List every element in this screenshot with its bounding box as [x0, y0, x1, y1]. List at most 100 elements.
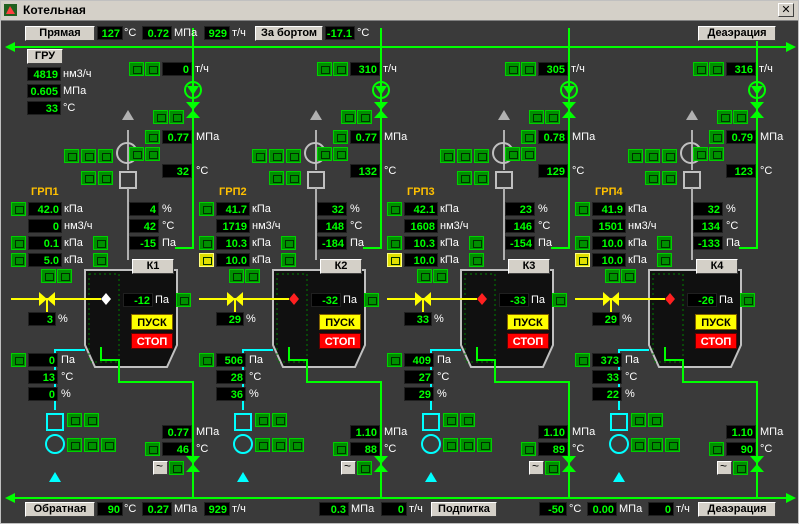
- start-button[interactable]: ПУСК: [131, 314, 173, 330]
- bottom-ind[interactable]: [575, 353, 590, 367]
- bottom-ind[interactable]: [199, 353, 214, 367]
- pump-ind-4[interactable]: [272, 438, 287, 452]
- wave-indicator[interactable]: [341, 110, 356, 124]
- grp-ind-1[interactable]: [199, 202, 214, 216]
- pump-ind-2[interactable]: [272, 413, 287, 427]
- pump-ind-1[interactable]: [67, 413, 82, 427]
- grp-ind-5[interactable]: [657, 253, 672, 267]
- gas-valve-indicator[interactable]: [245, 269, 260, 283]
- boiler-button[interactable]: К4: [696, 259, 738, 274]
- start-button[interactable]: ПУСК: [695, 314, 737, 330]
- flow-up-indicator[interactable]: [521, 62, 536, 76]
- fan-ind-2[interactable]: [662, 149, 677, 163]
- smoke-wave-indicator[interactable]: [81, 171, 96, 185]
- fan-wave-indicator[interactable]: [628, 149, 643, 163]
- temp-indicator[interactable]: [709, 147, 724, 161]
- pump-ind-1[interactable]: [255, 413, 270, 427]
- grp-ind-4[interactable]: [575, 253, 590, 267]
- return-button[interactable]: Обратная: [25, 502, 95, 517]
- grp-ind-1[interactable]: [575, 202, 590, 216]
- temp-indicator[interactable]: [333, 147, 348, 161]
- flow-up-indicator[interactable]: [709, 62, 724, 76]
- fan-ind-1[interactable]: [81, 149, 96, 163]
- pump-ind-1[interactable]: [443, 413, 458, 427]
- temp2-indicator[interactable]: [693, 147, 708, 161]
- furnace-indicator[interactable]: [364, 293, 379, 307]
- bottom-ind[interactable]: [11, 353, 26, 367]
- pump-ind-2[interactable]: [84, 413, 99, 427]
- grp-ind-2[interactable]: [199, 236, 214, 250]
- fan-ind-2[interactable]: [98, 149, 113, 163]
- fan-ind-1[interactable]: [457, 149, 472, 163]
- smoke-ind[interactable]: [474, 171, 489, 185]
- grp-ind-1[interactable]: [387, 202, 402, 216]
- ret-wave-indicator[interactable]: [717, 459, 732, 475]
- pump-ind-3[interactable]: [255, 438, 270, 452]
- temp-indicator[interactable]: [521, 147, 536, 161]
- gas-valve-wave-indicator[interactable]: [417, 269, 432, 283]
- valve-indicator[interactable]: [357, 110, 372, 124]
- pump-ind-3[interactable]: [631, 438, 646, 452]
- fan-ind-1[interactable]: [269, 149, 284, 163]
- pump-ind-1[interactable]: [631, 413, 646, 427]
- ret-ind[interactable]: [709, 442, 724, 456]
- stop-button[interactable]: СТОП: [131, 333, 173, 349]
- ret-wave-indicator[interactable]: [153, 459, 168, 475]
- pump-ind-2[interactable]: [460, 413, 475, 427]
- gas-valve-wave-indicator[interactable]: [41, 269, 56, 283]
- ret-wave-indicator[interactable]: [529, 459, 544, 475]
- pump-ind-5[interactable]: [289, 438, 304, 452]
- grp-ind-4[interactable]: [199, 253, 214, 267]
- wave-indicator[interactable]: [529, 110, 544, 124]
- stop-button[interactable]: СТОП: [695, 333, 737, 349]
- grp-ind-2[interactable]: [575, 236, 590, 250]
- flow-down-indicator[interactable]: [505, 62, 520, 76]
- smoke-wave-indicator[interactable]: [269, 171, 284, 185]
- smoke-wave-indicator[interactable]: [457, 171, 472, 185]
- fan-wave-indicator[interactable]: [64, 149, 79, 163]
- fan-ind-1[interactable]: [645, 149, 660, 163]
- bottom-ind[interactable]: [387, 353, 402, 367]
- pump-ind-4[interactable]: [648, 438, 663, 452]
- fan-ind-2[interactable]: [474, 149, 489, 163]
- fan-ind-2[interactable]: [286, 149, 301, 163]
- stop-button[interactable]: СТОП: [319, 333, 361, 349]
- grp-ind-5[interactable]: [469, 253, 484, 267]
- valve-indicator[interactable]: [169, 110, 184, 124]
- ret-ind[interactable]: [145, 442, 160, 456]
- pressure-down-indicator[interactable]: [333, 130, 348, 144]
- furnace-indicator[interactable]: [552, 293, 567, 307]
- gas-valve-wave-indicator[interactable]: [229, 269, 244, 283]
- grp-ind-3[interactable]: [93, 236, 108, 250]
- fan-wave-indicator[interactable]: [252, 149, 267, 163]
- temp2-indicator[interactable]: [129, 147, 144, 161]
- flow-up-indicator[interactable]: [145, 62, 160, 76]
- wave-indicator[interactable]: [717, 110, 732, 124]
- grp-ind-2[interactable]: [387, 236, 402, 250]
- pressure-down-indicator[interactable]: [145, 130, 160, 144]
- ret-valve-indicator[interactable]: [733, 461, 748, 475]
- smoke-wave-indicator[interactable]: [645, 171, 660, 185]
- deaeration-top-button[interactable]: Деаэрация: [698, 26, 776, 41]
- flow-down-indicator[interactable]: [129, 62, 144, 76]
- valve-indicator[interactable]: [545, 110, 560, 124]
- pump-ind-5[interactable]: [477, 438, 492, 452]
- start-button[interactable]: ПУСК: [507, 314, 549, 330]
- grp-ind-3[interactable]: [281, 236, 296, 250]
- boiler-button[interactable]: К2: [320, 259, 362, 274]
- start-button[interactable]: ПУСК: [319, 314, 361, 330]
- pump-ind-3[interactable]: [443, 438, 458, 452]
- gas-valve-indicator[interactable]: [621, 269, 636, 283]
- ret-ind[interactable]: [333, 442, 348, 456]
- smoke-ind[interactable]: [286, 171, 301, 185]
- pump-ind-3[interactable]: [67, 438, 82, 452]
- pressure-down-indicator[interactable]: [709, 130, 724, 144]
- ret-valve-indicator[interactable]: [169, 461, 184, 475]
- boiler-button[interactable]: К3: [508, 259, 550, 274]
- temp2-indicator[interactable]: [317, 147, 332, 161]
- supply-button[interactable]: Прямая: [25, 26, 95, 41]
- gru-button[interactable]: ГРУ: [27, 49, 63, 64]
- grp-ind-5[interactable]: [281, 253, 296, 267]
- stop-button[interactable]: СТОП: [507, 333, 549, 349]
- fan-wave-indicator[interactable]: [440, 149, 455, 163]
